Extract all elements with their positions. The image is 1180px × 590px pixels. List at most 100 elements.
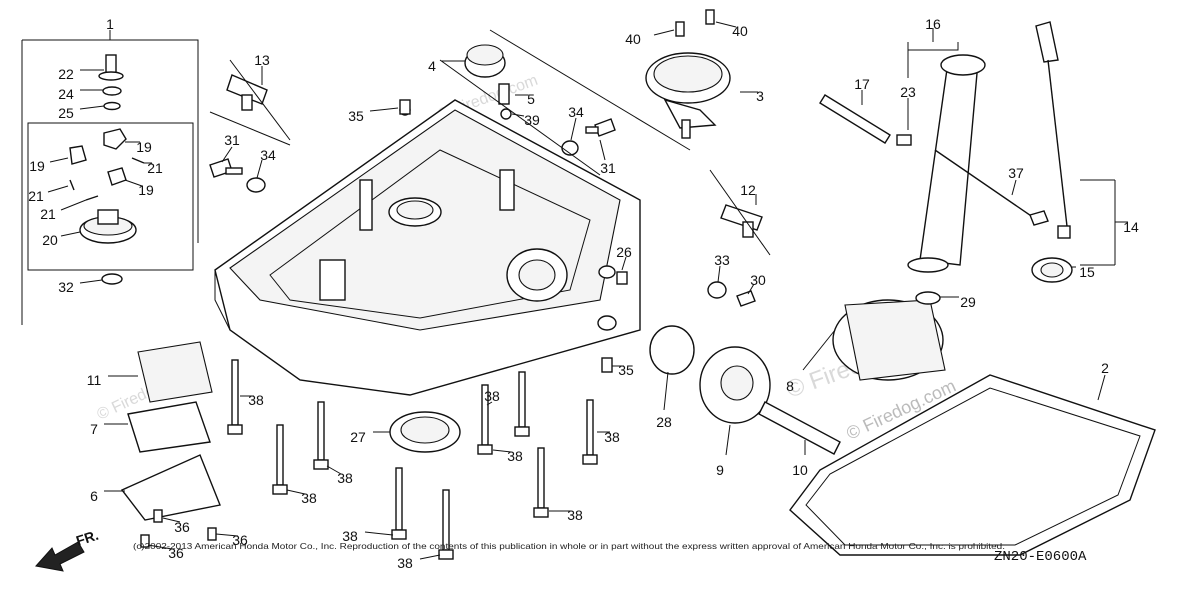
callout-24: 24 — [58, 86, 74, 102]
filter-adapter — [649, 325, 841, 455]
group-lines — [209, 28, 1128, 266]
callout-36: 36 — [232, 532, 248, 548]
leader-line — [663, 371, 669, 411]
dipstick — [1031, 21, 1073, 283]
callout-2: 2 — [1101, 360, 1109, 376]
bolts-38 — [227, 359, 598, 560]
direction-label: FR. — [74, 527, 100, 549]
callout-35: 35 — [618, 362, 634, 378]
leader-line — [162, 517, 181, 523]
leader-line — [511, 113, 525, 117]
callout-23: 23 — [900, 84, 916, 100]
leader-line — [221, 146, 233, 163]
leader-line — [492, 449, 512, 453]
callout-25: 25 — [58, 105, 74, 121]
leader-line — [49, 157, 69, 163]
callout-3: 3 — [756, 88, 764, 104]
callout-26: 26 — [616, 244, 632, 260]
callout-21: 21 — [147, 160, 163, 176]
leader-line — [747, 283, 755, 295]
callout-30: 30 — [750, 272, 766, 288]
callout-16: 16 — [925, 16, 941, 32]
leader-line — [653, 29, 675, 36]
callout-8: 8 — [786, 378, 794, 394]
callout-12: 12 — [740, 182, 756, 198]
callout-38: 38 — [397, 555, 413, 571]
callout-6: 6 — [90, 488, 98, 504]
callout-11: 11 — [87, 372, 102, 388]
small-hardware — [209, 99, 756, 373]
leader-line — [60, 231, 81, 237]
callout-7: 7 — [90, 421, 98, 437]
callout-15: 15 — [1079, 264, 1095, 280]
callout-38: 38 — [484, 388, 500, 404]
diagram-code: ZN20-E0600A — [994, 549, 1087, 565]
oil-seal — [389, 411, 461, 453]
leader-line — [60, 199, 87, 211]
leader-line — [47, 185, 69, 193]
callout-19: 19 — [136, 139, 152, 155]
callout-38: 38 — [301, 490, 317, 506]
leader-line — [570, 117, 577, 141]
callout-38: 38 — [248, 392, 264, 408]
callout-4: 4 — [428, 58, 436, 74]
callout-14: 14 — [1123, 219, 1139, 235]
leader-line — [725, 424, 731, 456]
callout-32: 32 — [58, 279, 74, 295]
callout-21: 21 — [40, 206, 56, 222]
callout-19: 19 — [29, 158, 45, 174]
callout-38: 38 — [604, 429, 620, 445]
governor-parts — [69, 54, 145, 285]
leader-line — [215, 533, 239, 537]
leader-line — [715, 21, 737, 28]
callout-29: 29 — [960, 294, 976, 310]
callout-34: 34 — [568, 104, 584, 120]
leader-line — [419, 554, 441, 560]
front-direction-indicator: FR. — [35, 527, 100, 572]
copyright-notice: (c)2002-2013 American Honda Motor Co., I… — [133, 541, 1005, 551]
callout-22: 22 — [58, 66, 74, 82]
callout-40: 40 — [732, 23, 748, 39]
leader-line — [1011, 179, 1017, 196]
leader-line — [79, 105, 105, 110]
callout-38: 38 — [342, 528, 358, 544]
callout-27: 27 — [350, 429, 366, 445]
leader-line — [79, 279, 103, 284]
leader-line — [124, 179, 143, 187]
callout-35: 35 — [348, 108, 364, 124]
leader-line — [802, 329, 836, 371]
filler-tube — [819, 54, 1049, 305]
callout-13: 13 — [254, 52, 270, 68]
callout-34: 34 — [260, 147, 276, 163]
callout-19: 19 — [138, 182, 154, 198]
leader-line — [369, 107, 399, 112]
oil-filter — [832, 299, 946, 381]
callout-5: 5 — [527, 91, 535, 107]
pan-gasket — [789, 374, 1156, 556]
callout-39: 39 — [524, 112, 540, 128]
callout-36: 36 — [174, 519, 190, 535]
leader-line — [717, 265, 721, 283]
leader-line — [599, 139, 606, 161]
callout-21: 21 — [28, 188, 44, 204]
callout-1: 1 — [106, 16, 114, 32]
leader-line — [621, 256, 627, 271]
callout-38: 38 — [337, 470, 353, 486]
callout-9: 9 — [716, 462, 724, 478]
callout-37: 37 — [1008, 165, 1024, 181]
callout-33: 33 — [714, 252, 730, 268]
leader-line — [1097, 374, 1106, 401]
callout-17: 17 — [854, 76, 870, 92]
leader-line — [486, 401, 493, 406]
callout-10: 10 — [792, 462, 808, 478]
callout-40: 40 — [625, 31, 641, 47]
breather-parts — [120, 341, 221, 548]
leader-line — [326, 465, 342, 475]
leader-line — [147, 544, 173, 550]
leader-line — [256, 159, 263, 179]
governor-group-frame — [21, 30, 199, 325]
callout-36: 36 — [168, 545, 184, 561]
callout-31: 31 — [600, 160, 616, 176]
